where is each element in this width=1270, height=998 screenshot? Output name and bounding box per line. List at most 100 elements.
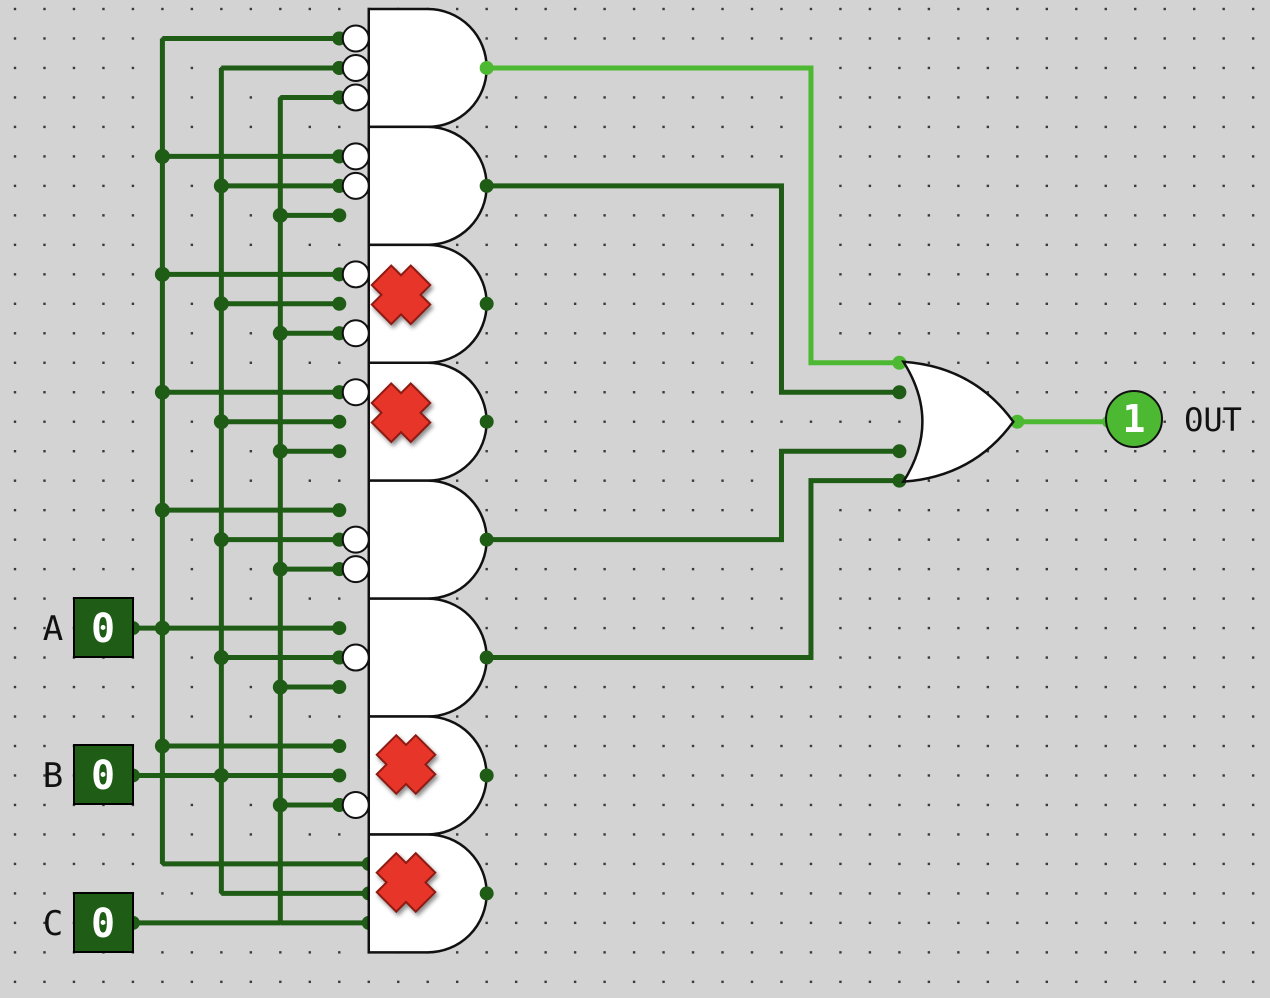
grid-dot: [338, 715, 341, 718]
grid-dot: [190, 66, 194, 70]
and-output-port: [479, 650, 494, 665]
wire-junction: [154, 384, 170, 400]
grid-dot: [1134, 862, 1137, 866]
grid-dot: [1016, 7, 1019, 11]
grid-dot: [72, 155, 76, 158]
grid-dot: [1104, 508, 1107, 512]
grid-dot: [632, 96, 636, 99]
grid-dot: [662, 951, 665, 954]
grid-dot: [750, 273, 754, 276]
grid-dot: [750, 391, 754, 394]
grid-dot: [1104, 214, 1107, 217]
grid-dot: [514, 862, 518, 866]
grid-dot: [721, 744, 724, 748]
grid-dot: [514, 685, 518, 689]
grid-dot: [102, 685, 105, 689]
grid-dot: [72, 833, 76, 836]
grid-dot: [1104, 155, 1107, 158]
grid-dot: [102, 184, 105, 188]
grid-dot: [514, 7, 518, 11]
grid-dot: [1075, 538, 1078, 541]
grid-dot: [1222, 37, 1225, 40]
grid-dot: [190, 450, 194, 453]
grid-dot: [1251, 597, 1255, 600]
grid-dot: [13, 125, 17, 129]
grid-dot: [1016, 567, 1019, 571]
and-gate-5[interactable]: [367, 479, 488, 600]
or-input-wire-3: [486, 448, 900, 543]
grid-dot: [1251, 214, 1255, 217]
grid-dot: [986, 951, 990, 954]
grid-dot: [603, 479, 606, 482]
grid-dot: [957, 774, 960, 777]
input-pin-a[interactable]: 0 A: [43, 597, 134, 658]
grid-dot: [573, 243, 577, 247]
and-gate-1[interactable]: [367, 7, 488, 129]
grid-dot: [898, 862, 901, 866]
grid-dot: [1251, 862, 1255, 866]
or-gate[interactable]: [901, 360, 1015, 484]
grid-dot: [131, 479, 135, 482]
grid-dot: [485, 921, 488, 925]
grid-dot: [544, 715, 547, 718]
grid-dot: [927, 332, 931, 335]
grid-dot: [1251, 921, 1255, 925]
grid-dot: [927, 508, 931, 512]
grid-dot: [573, 420, 577, 423]
grid-dot: [338, 243, 341, 247]
grid-dot: [1016, 66, 1019, 70]
grid-dot: [72, 391, 76, 394]
grid-dot: [750, 96, 754, 99]
input-pin-c[interactable]: 0 C: [43, 892, 134, 953]
and-gate-6[interactable]: [367, 597, 488, 718]
output-pin-out[interactable]: 1 OUT: [1105, 390, 1242, 448]
grid-dot: [632, 833, 636, 836]
grid-dot: [603, 862, 606, 866]
grid-dot: [161, 7, 164, 11]
grid-dot: [927, 803, 931, 807]
grid-dot: [1075, 66, 1078, 70]
grid-dot: [1045, 450, 1048, 453]
grid-dot: [1222, 7, 1225, 11]
grid-dot: [691, 744, 695, 748]
grid-dot: [868, 302, 872, 305]
grid-dot: [573, 508, 577, 512]
grid-dot: [927, 744, 931, 748]
grid-dot: [573, 951, 577, 954]
grid-dot: [573, 626, 577, 630]
cross-mark-icon: [370, 264, 432, 326]
grid-dot: [1075, 96, 1078, 99]
grid-dot: [1193, 567, 1196, 571]
grid-dot: [13, 538, 17, 541]
and-gate-2[interactable]: [367, 125, 488, 247]
grid-dot: [190, 656, 194, 659]
grid-dot: [750, 803, 754, 807]
grid-dot: [1193, 597, 1196, 600]
grid-dot: [573, 803, 577, 807]
grid-dot: [603, 921, 606, 925]
wire-junction: [332, 208, 347, 223]
grid-dot: [1134, 715, 1137, 718]
grid-dot: [1222, 96, 1225, 99]
input-pin-b[interactable]: 0 B: [43, 744, 134, 805]
grid-dot: [1163, 96, 1166, 99]
grid-dot: [249, 803, 253, 807]
gates: [341, 7, 1015, 954]
grid-dot: [102, 862, 105, 866]
grid-dot: [927, 37, 931, 40]
grid-dot: [721, 715, 724, 718]
grid-dot: [721, 214, 724, 217]
grid-dot: [43, 980, 46, 984]
or-input-port: [892, 385, 907, 400]
grid-dot: [102, 538, 105, 541]
grid-dot: [1251, 656, 1255, 659]
grid-dot: [190, 243, 194, 247]
grid-dot: [868, 332, 872, 335]
grid-dot: [1075, 479, 1078, 482]
grid-dot: [190, 833, 194, 836]
grid-dot: [662, 420, 665, 423]
grid-dot: [957, 66, 960, 70]
wire-junction: [332, 680, 347, 695]
grid-dot: [898, 332, 901, 335]
